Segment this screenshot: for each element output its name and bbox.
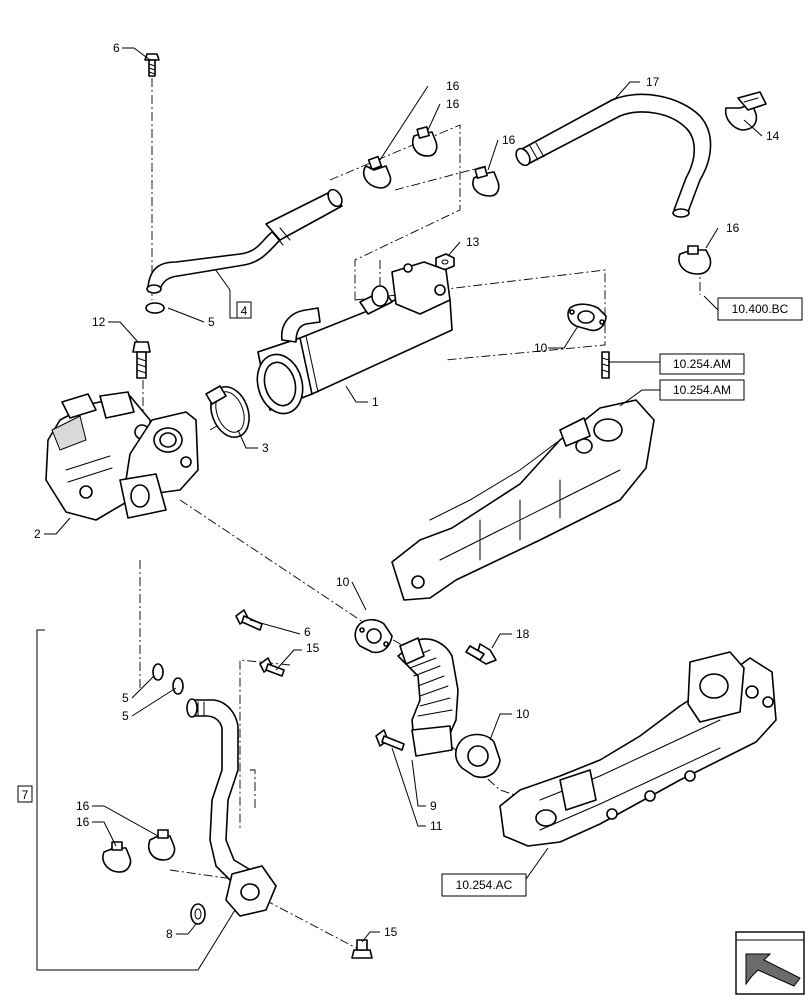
bolt-6-top (144, 53, 160, 77)
clamp-14 (724, 91, 767, 131)
callout-11: 11 (430, 819, 443, 833)
washer-8 (190, 903, 206, 925)
gasket-10-low (454, 733, 501, 778)
callout-17: 17 (646, 75, 660, 89)
callout-5-mid: 5 (122, 691, 129, 705)
callout-14: 14 (766, 129, 780, 143)
callout-10-low: 10 (516, 707, 530, 721)
callout-10-mid: 10 (336, 575, 350, 589)
exhaust-manifold (499, 651, 777, 847)
callout-9: 9 (430, 799, 437, 813)
callout-6-top: 6 (113, 41, 120, 55)
callout-16-a: 16 (446, 79, 460, 93)
hose-17 (515, 93, 712, 218)
bolt-11 (375, 729, 405, 751)
callout-15-mid: 15 (306, 641, 320, 655)
callout-13: 13 (466, 235, 480, 249)
ref-10-254-am-2[interactable]: 10.254.AM (659, 379, 745, 401)
callout-16-c: 16 (502, 133, 516, 147)
svg-text:10.400.BC: 10.400.BC (732, 302, 789, 316)
callout-2: 2 (34, 527, 41, 541)
gasket-10-top (567, 303, 607, 332)
callout-1: 1 (372, 395, 379, 409)
callout-16-d: 16 (726, 221, 740, 235)
gasket-10-mid (354, 618, 393, 654)
hose-clamp-16-b (412, 126, 438, 157)
leader-lines (44, 47, 763, 943)
callout-15-bottom: 15 (384, 925, 398, 939)
callout-3: 3 (262, 441, 269, 455)
bolt-18 (465, 643, 497, 665)
bracket-7: 7 (17, 629, 236, 971)
svg-text:10.254.AM: 10.254.AM (673, 357, 731, 371)
hose-clamp-16-d (678, 245, 712, 275)
reference-boxes: 10.400.BC 10.254.AM 10.254.AM 10.254.AC (441, 297, 803, 897)
ref-10-254-ac[interactable]: 10.254.AC (441, 873, 527, 897)
o-ring-5-top (145, 302, 165, 314)
egr-valve-2 (45, 391, 199, 521)
svg-text:10.254.AC: 10.254.AC (456, 878, 513, 892)
callout-16-b: 16 (446, 97, 460, 111)
stud-10-top (601, 351, 610, 379)
callout-4: 4 (241, 304, 248, 318)
callout-18: 18 (516, 627, 530, 641)
callout-12: 12 (92, 315, 106, 329)
ref-10-254-am-1[interactable]: 10.254.AM (659, 353, 745, 375)
egr-upper-tube (146, 188, 343, 294)
o-ring-5-mid (152, 663, 164, 681)
egr-lower-tube (186, 698, 277, 917)
bolt-12 (132, 341, 151, 379)
callout-6-mid: 6 (304, 625, 311, 639)
bolt-6-mid (235, 609, 263, 631)
hose-clamp-16-e (148, 829, 176, 861)
callout-10-top: 10 (534, 341, 548, 355)
v-band-clamp-3 (205, 385, 250, 438)
o-ring-5-low (172, 677, 184, 695)
bolt-15-mid (259, 657, 285, 677)
hose-clamp-16-a (362, 155, 392, 189)
callout-5-low: 5 (122, 709, 129, 723)
bracket-4: 4 (209, 261, 252, 319)
navigation-arrow-icon[interactable] (735, 931, 805, 995)
corrugated-pipe-9 (397, 637, 459, 757)
egr-cooler-1 (256, 261, 453, 415)
callout-16-e: 16 (76, 799, 90, 813)
callout-5-top: 5 (208, 315, 215, 329)
ref-10-400-bc[interactable]: 10.400.BC (717, 297, 803, 321)
bolt-15-bottom (351, 939, 373, 959)
intake-manifold (391, 399, 655, 601)
callout-labels: 6 16 16 16 17 14 16 13 5 12 10 1 3 2 10 … (34, 41, 780, 941)
callout-7: 7 (22, 788, 29, 802)
hose-clamp-16-f (102, 841, 132, 873)
hose-clamp-16-c (472, 166, 500, 197)
callout-8: 8 (166, 927, 173, 941)
callout-16-f: 16 (76, 815, 90, 829)
svg-text:10.254.AM: 10.254.AM (673, 383, 731, 397)
